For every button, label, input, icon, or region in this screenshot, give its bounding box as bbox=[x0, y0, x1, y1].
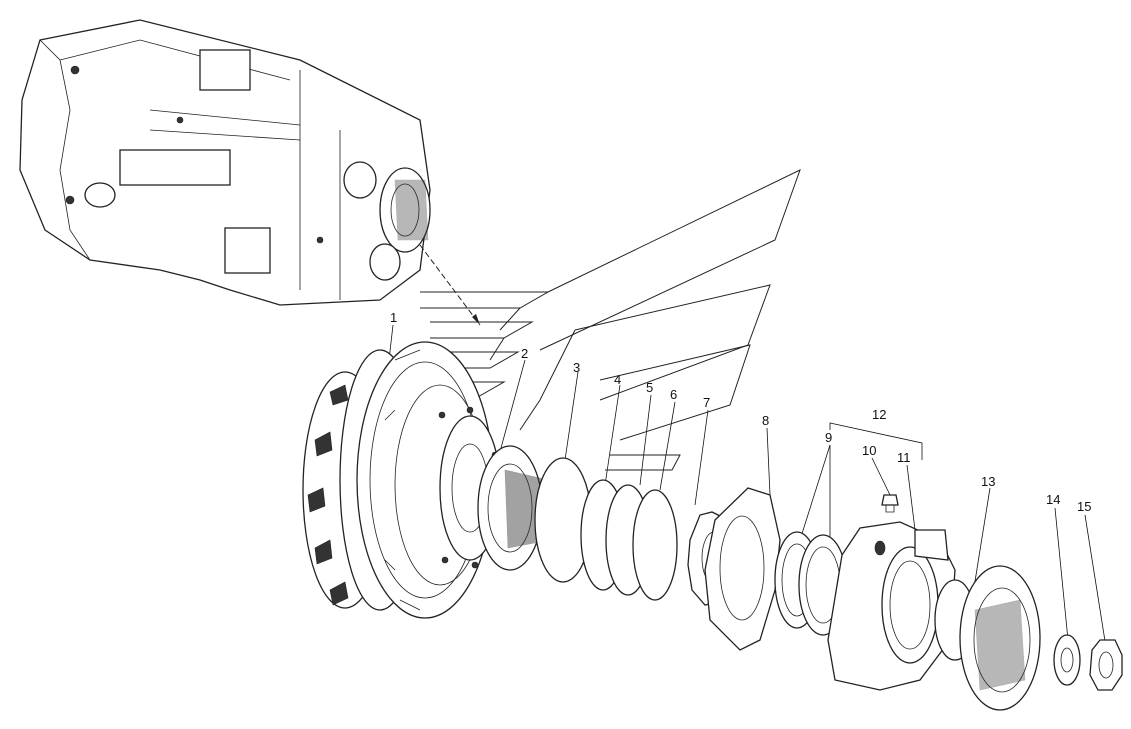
callout-10: 10 bbox=[862, 443, 876, 458]
callout-labels: 1 2 3 4 5 6 7 8 9 10 11 12 13 14 15 bbox=[390, 310, 1091, 514]
callout-11: 11 bbox=[897, 450, 911, 465]
callout-1: 1 bbox=[390, 310, 397, 325]
callout-9: 9 bbox=[825, 430, 832, 445]
callout-8: 8 bbox=[762, 413, 769, 428]
part-11-housing bbox=[827, 521, 956, 691]
callout-3: 3 bbox=[573, 360, 580, 375]
part-6-ring bbox=[632, 489, 678, 601]
callout-7: 7 bbox=[703, 395, 710, 410]
callout-12: 12 bbox=[872, 407, 886, 422]
callout-13: 13 bbox=[981, 474, 995, 489]
part-1-drum bbox=[302, 341, 502, 619]
drum-teeth bbox=[307, 384, 349, 606]
callout-2: 2 bbox=[521, 346, 528, 361]
alignment-guides bbox=[420, 169, 801, 471]
gearbox-housing bbox=[19, 19, 481, 326]
callout-15: 15 bbox=[1077, 499, 1091, 514]
part-15-nut bbox=[1089, 639, 1123, 691]
part-8-gasket bbox=[704, 487, 781, 651]
callout-4: 4 bbox=[614, 372, 621, 387]
callout-14: 14 bbox=[1046, 492, 1060, 507]
part-9-seals bbox=[774, 531, 848, 636]
part-10-bolt bbox=[881, 494, 899, 513]
part-14-washer bbox=[1053, 634, 1081, 686]
callout-5: 5 bbox=[646, 380, 653, 395]
part-13-flange bbox=[934, 565, 1041, 711]
callout-6: 6 bbox=[670, 387, 677, 402]
